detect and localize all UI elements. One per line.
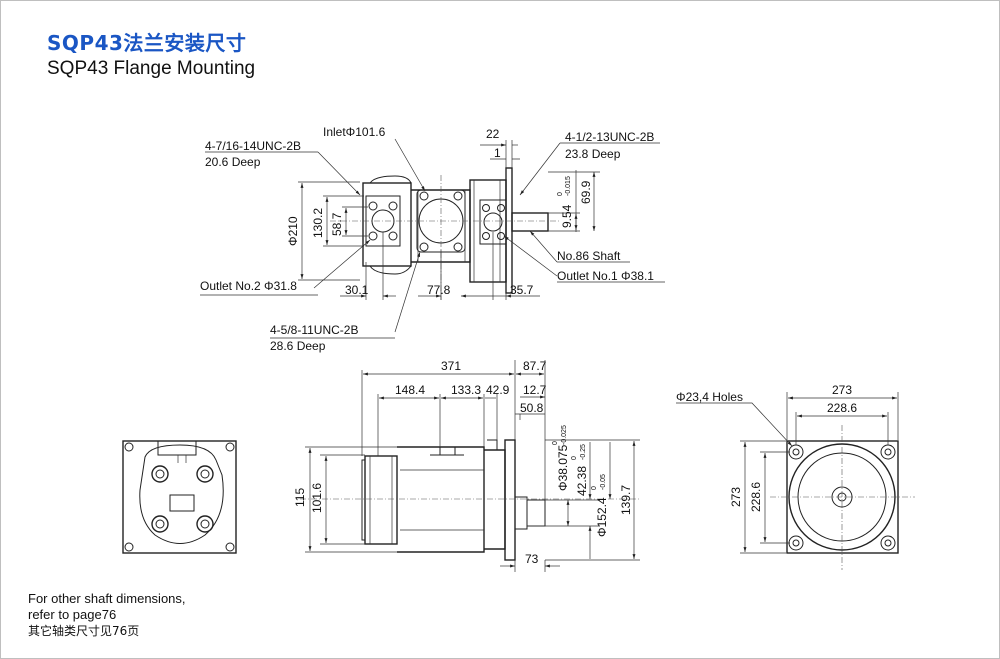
dim-101-6: 101.6	[310, 483, 324, 513]
dim-phi38-075: Φ38.075	[556, 444, 570, 491]
dim-152-4-tol-upper: 0	[591, 486, 598, 490]
dim-228-6-vertical: 228.6	[749, 482, 763, 512]
dim-35-7: 35.7	[510, 283, 534, 297]
thread-c-deep-label: 28.6 Deep	[270, 339, 326, 353]
note-line-3: 其它轴类尺寸见76页	[28, 624, 140, 638]
note-line-2: refer to page76	[28, 607, 117, 622]
dim-152-4-tol-lower: -0.05	[600, 474, 607, 490]
dim-87-7: 87.7	[523, 359, 547, 373]
thread-c-label: 4-5/8-11UNC-2B	[270, 323, 358, 337]
dim-371: 371	[441, 359, 461, 373]
side-view-dimensions	[305, 360, 640, 572]
dim-50-8: 50.8	[520, 401, 544, 415]
thread-a-label: 4-7/16-14UNC-2B	[205, 139, 301, 153]
dim-38-075-tol-upper: 0	[552, 441, 559, 445]
dim-phi152-4: Φ152.4	[595, 497, 609, 537]
dim-273-horizontal: 273	[832, 383, 852, 397]
top-view: InletΦ101.6 4-7/16-14UNC-2B 20.6 Deep 4-…	[200, 125, 665, 353]
dim-115: 115	[293, 488, 307, 507]
dim-58-7: 58.7	[330, 212, 344, 236]
title-chinese: SQP43法兰安装尺寸	[47, 31, 247, 55]
dim-12-7: 12.7	[523, 383, 547, 397]
dim-9-54-tol-upper: 0	[557, 192, 564, 196]
dim-42-38-tol-upper: 0	[571, 456, 578, 460]
dim-42-38-tol-lower: -0.25	[580, 444, 587, 460]
dim-38-075-tol-lower: -0.025	[561, 425, 568, 445]
dim-9-54: 9.54	[560, 204, 574, 228]
thread-b-label: 4-1/2-13UNC-2B	[565, 130, 654, 144]
dim-130-2: 130.2	[311, 208, 325, 238]
shaft-label: No.86 Shaft	[557, 249, 621, 263]
dim-73: 73	[525, 552, 539, 566]
holes-label: Φ23,4 Holes	[676, 390, 743, 404]
dim-42-38: 42.38	[575, 466, 589, 496]
dim-phi210: Φ210	[286, 216, 300, 246]
outlet-1-label: Outlet No.1 Φ38.1	[557, 269, 654, 283]
side-view: 371 87.7 148.4 133.3 42.9 12.7 50.8 115 …	[293, 359, 640, 572]
dim-139-7: 139.7	[619, 485, 633, 515]
dim-273-vertical: 273	[729, 487, 743, 507]
dim-9-54-tol-lower: -0.015	[565, 176, 572, 196]
dim-133-3: 133.3	[451, 383, 481, 397]
inlet-label: InletΦ101.6	[323, 125, 386, 139]
end-view	[122, 440, 237, 554]
thread-b-deep-label: 23.8 Deep	[565, 147, 621, 161]
note-line-1: For other shaft dimensions,	[28, 591, 186, 606]
dim-1: 1	[494, 146, 501, 160]
top-view-dimensions	[200, 138, 665, 339]
title-english: SQP43 Flange Mounting	[47, 58, 256, 79]
dim-22: 22	[486, 127, 500, 141]
flange-view: Φ23,4 Holes 273 228.6 273 228.6	[676, 383, 915, 570]
dim-228-6-horizontal: 228.6	[827, 401, 857, 415]
side-view-body	[361, 439, 546, 561]
flange-dimensions	[676, 392, 899, 554]
dim-69-9: 69.9	[579, 180, 593, 204]
dim-42-9: 42.9	[486, 383, 510, 397]
outlet-2-label: Outlet No.2 Φ31.8	[200, 279, 297, 293]
top-view-body	[362, 167, 549, 294]
dim-30-1: 30.1	[345, 283, 369, 297]
dim-77-8: 77.8	[427, 283, 451, 297]
dim-148-4: 148.4	[395, 383, 425, 397]
thread-a-deep-label: 20.6 Deep	[205, 155, 261, 169]
